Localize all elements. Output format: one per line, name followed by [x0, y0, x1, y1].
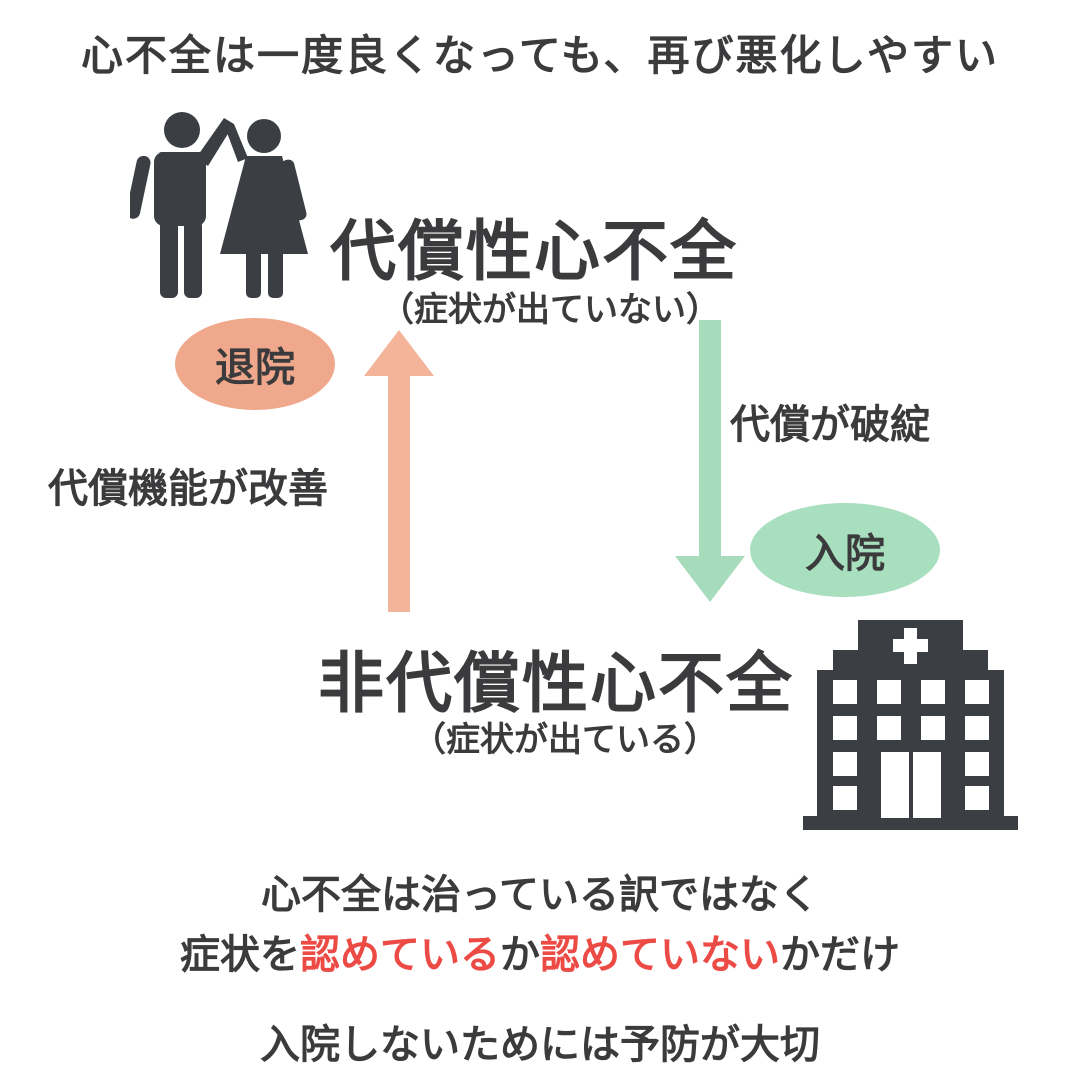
up-arrow — [364, 330, 434, 612]
hospital-icon — [803, 620, 1018, 830]
decompensated-subtitle: （症状が出ている） — [412, 720, 718, 760]
down-arrow — [675, 320, 745, 602]
message-line3: 入院しないためには予防が大切 — [260, 1022, 820, 1068]
message-line2-part-a: 症状を — [180, 932, 300, 978]
compensated-subtitle: （症状が出ていない） — [380, 290, 720, 330]
discharge-badge: 退院 — [175, 318, 335, 410]
message-line2-part-e: かだけ — [780, 932, 900, 978]
message-line1: 心不全は治っている訳ではなく — [261, 872, 819, 918]
message-line2: 症状を認めているか認めていないかだけ — [0, 922, 1080, 980]
highlight-not-recognized: 認めていない — [540, 932, 780, 978]
discharge-label: 退院 — [215, 345, 295, 391]
couple-icon — [130, 112, 308, 298]
highlight-recognized: 認めている — [300, 932, 500, 978]
improvement-label: 代償機能が改善 — [48, 466, 328, 512]
message-line2-part-c: か — [500, 932, 540, 978]
admission-badge: 入院 — [750, 503, 940, 597]
compensated-title: 代償性心不全 — [330, 213, 738, 290]
page-title: 心不全は一度良くなっても、再び悪化しやすい — [80, 31, 1000, 80]
admission-label: 入院 — [805, 531, 885, 577]
decompensated-title: 非代償性心不全 — [318, 645, 794, 722]
decompensation-label: 代償が破綻 — [730, 402, 930, 448]
